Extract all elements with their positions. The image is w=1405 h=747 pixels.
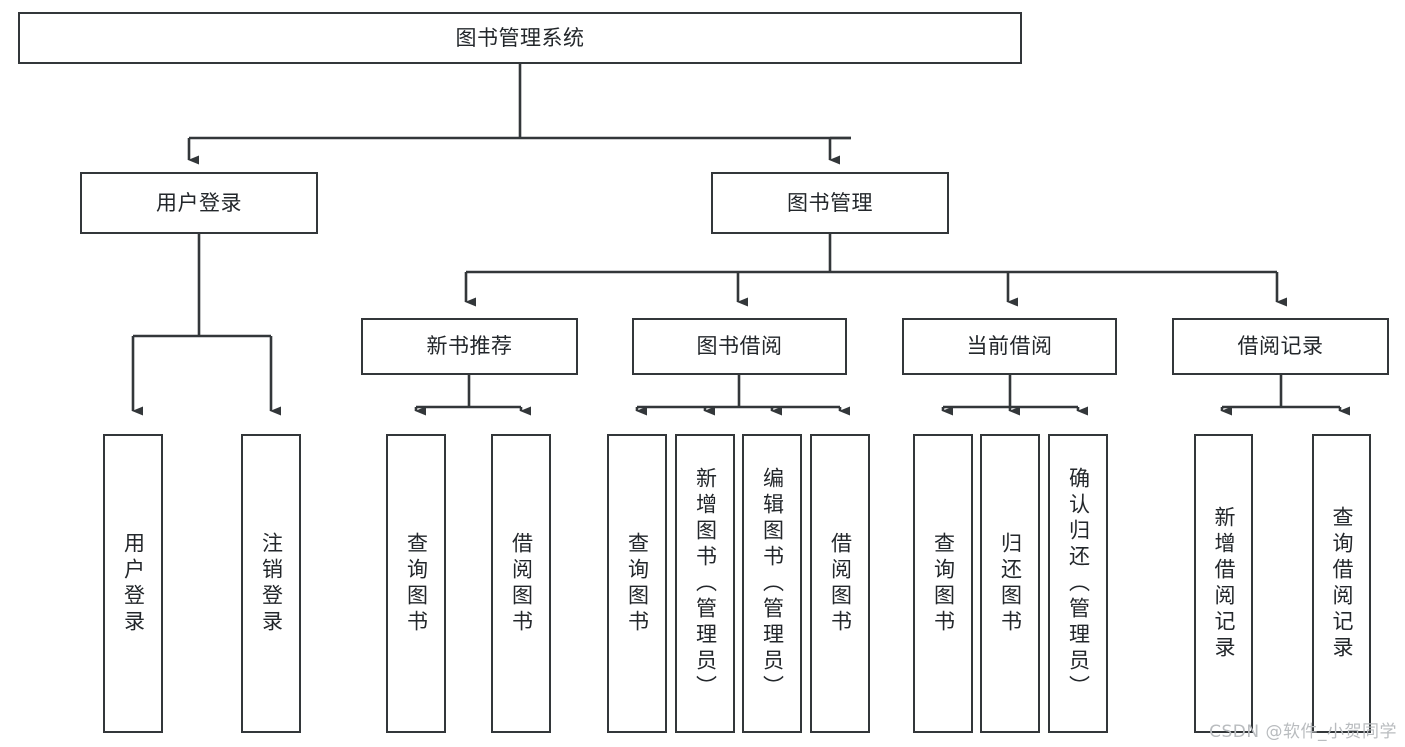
leaf-current-query-book[interactable]: 查询图书 (913, 434, 973, 733)
node-label: 查询借阅记录 (1330, 505, 1354, 662)
leaf-current-return-book[interactable]: 归还图书 (980, 434, 1040, 733)
leaf-new-book-borrow[interactable]: 借阅图书 (491, 434, 551, 733)
node-root-system[interactable]: 图书管理系统 (18, 12, 1022, 64)
node-label: 注销登录 (259, 531, 284, 636)
leaf-current-confirm-return-admin[interactable]: 确认归还（管理员） (1048, 434, 1108, 733)
csdn-watermark: CSDN @软件_小贺同学 (1209, 722, 1397, 742)
node-label: 新增图书（管理员） (693, 466, 718, 701)
node-label: 用户登录 (121, 531, 146, 636)
node-label: 归还图书 (998, 531, 1023, 636)
node-book-management[interactable]: 图书管理 (711, 172, 949, 234)
leaf-user-login-signout[interactable]: 注销登录 (241, 434, 301, 733)
leaf-borrow-edit-book-admin[interactable]: 编辑图书（管理员） (742, 434, 802, 733)
node-user-login[interactable]: 用户登录 (80, 172, 318, 234)
node-label: 图书借阅 (696, 334, 783, 359)
node-label: 新增借阅记录 (1212, 505, 1236, 662)
node-label: 确认归还（管理员） (1066, 466, 1091, 701)
node-new-book-recommend[interactable]: 新书推荐 (361, 318, 578, 375)
node-label: 图书管理 (787, 190, 873, 215)
node-current-borrow[interactable]: 当前借阅 (902, 318, 1117, 375)
node-book-borrow[interactable]: 图书借阅 (632, 318, 847, 375)
node-label: 借阅图书 (509, 531, 534, 636)
node-label: 借阅图书 (828, 531, 853, 636)
node-label: 借阅记录 (1237, 334, 1324, 359)
node-label: 查询图书 (404, 531, 429, 636)
leaf-borrow-borrow-book[interactable]: 借阅图书 (810, 434, 870, 733)
leaf-new-book-query[interactable]: 查询图书 (386, 434, 446, 733)
node-label: 查询图书 (931, 531, 956, 636)
leaf-borrow-add-book-admin[interactable]: 新增图书（管理员） (675, 434, 735, 733)
leaf-user-login-signin[interactable]: 用户登录 (103, 434, 163, 733)
node-label: 查询图书 (625, 531, 650, 636)
node-borrow-records[interactable]: 借阅记录 (1172, 318, 1389, 375)
node-label: 图书管理系统 (455, 25, 585, 50)
node-label: 用户登录 (156, 190, 242, 215)
leaf-records-query-record[interactable]: 查询借阅记录 (1312, 434, 1371, 733)
node-label: 编辑图书（管理员） (760, 466, 785, 701)
leaf-borrow-query-book[interactable]: 查询图书 (607, 434, 667, 733)
node-label: 当前借阅 (966, 334, 1053, 359)
leaf-records-add-record[interactable]: 新增借阅记录 (1194, 434, 1253, 733)
node-label: 新书推荐 (426, 334, 513, 359)
